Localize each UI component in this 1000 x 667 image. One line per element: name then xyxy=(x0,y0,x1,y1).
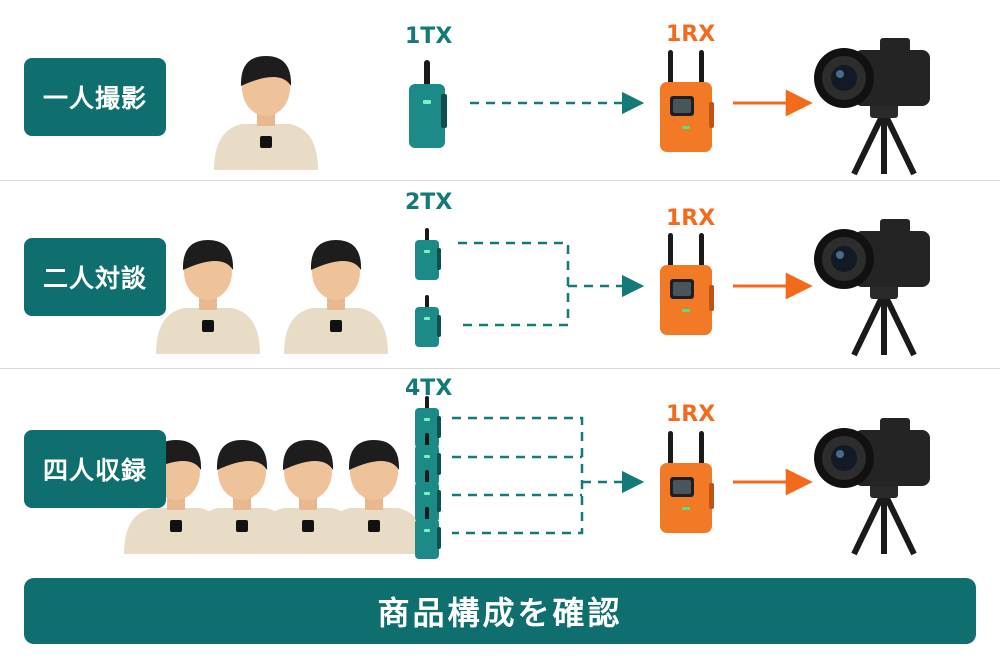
row-divider xyxy=(0,180,1000,181)
transmitter-icon xyxy=(409,60,447,148)
receiver-icon xyxy=(660,233,714,335)
camera-icon xyxy=(814,38,930,174)
mode-label-solo: 一人撮影 xyxy=(24,58,166,136)
row-solo xyxy=(214,38,930,174)
person-illustration xyxy=(322,440,426,554)
person-illustration xyxy=(284,240,388,354)
mode-label-quad: 四人収録 xyxy=(24,430,166,508)
mode-label-duo: 二人対談 xyxy=(24,238,166,316)
transmitter-icon xyxy=(415,228,441,280)
confirm-product-button[interactable]: 商品構成を確認 xyxy=(24,578,976,644)
rx-count-label: 1RX xyxy=(666,22,716,47)
row-divider xyxy=(0,368,1000,369)
tx-count-label: 4TX xyxy=(405,376,453,401)
rx-count-label: 1RX xyxy=(666,206,716,231)
transmitter-icon xyxy=(415,295,441,347)
receiver-icon xyxy=(660,431,714,533)
camera-icon xyxy=(814,418,930,554)
tx-count-label: 1TX xyxy=(405,24,453,49)
tx-count-label: 2TX xyxy=(405,190,453,215)
row-duo xyxy=(156,219,930,355)
rx-count-label: 1RX xyxy=(666,402,716,427)
camera-icon xyxy=(814,219,930,355)
person-illustration xyxy=(156,240,260,354)
person-illustration xyxy=(214,56,318,170)
row-quad xyxy=(124,396,930,559)
receiver-icon xyxy=(660,50,714,152)
